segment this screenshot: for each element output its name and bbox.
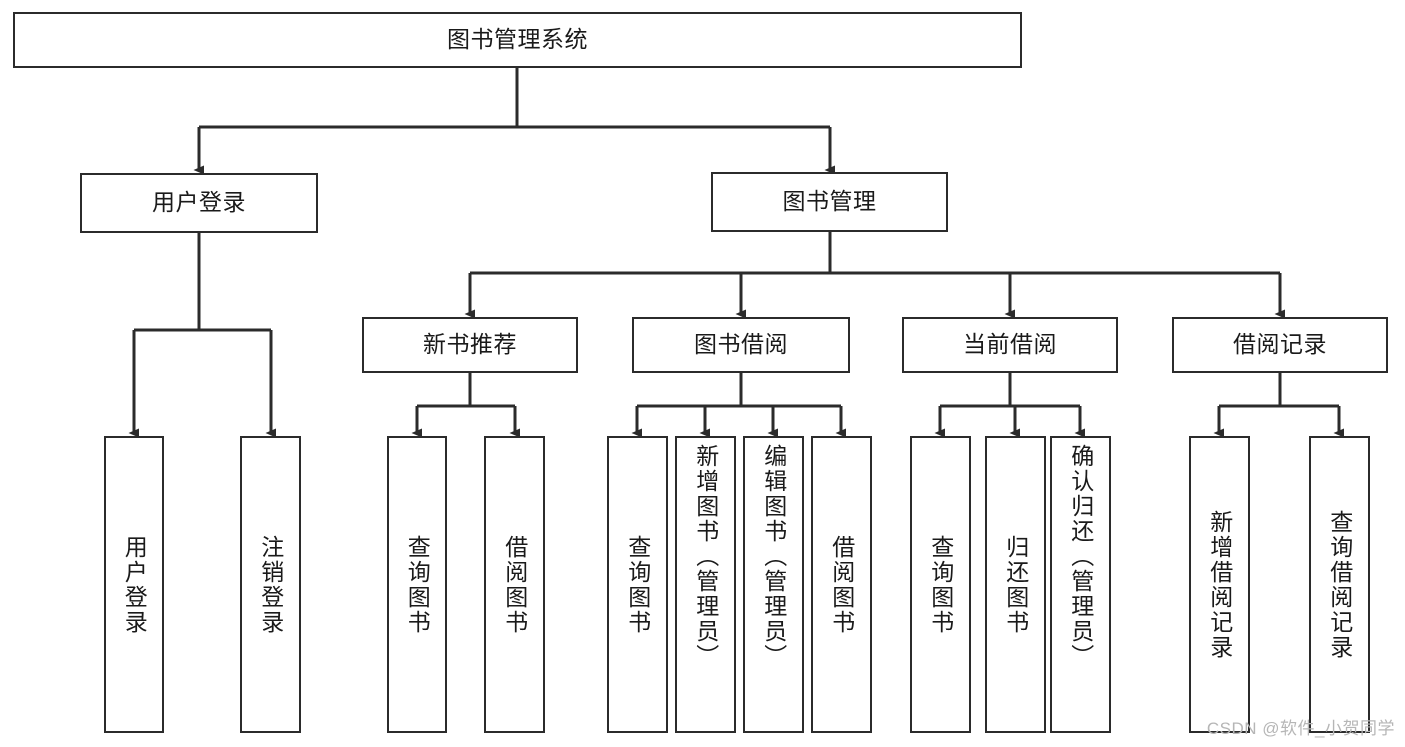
leaf-add-borrow-record-label: 新增借阅记录 bbox=[1206, 509, 1233, 660]
leaf-borrow-book-newbook[interactable]: 借阅图书 bbox=[484, 436, 545, 733]
leaf-query-book-current-label: 查询图书 bbox=[927, 534, 954, 635]
node-user-login[interactable]: 用户登录 bbox=[80, 173, 318, 233]
leaf-return-book-label: 归还图书 bbox=[1002, 534, 1029, 635]
leaf-user-logout-label: 注销登录 bbox=[257, 534, 284, 635]
node-user-login-label: 用户登录 bbox=[152, 189, 246, 216]
leaf-query-book-newbook[interactable]: 查询图书 bbox=[387, 436, 447, 733]
node-current-borrow[interactable]: 当前借阅 bbox=[902, 317, 1118, 373]
leaf-borrow-book[interactable]: 借阅图书 bbox=[811, 436, 872, 733]
node-borrow-record[interactable]: 借阅记录 bbox=[1172, 317, 1388, 373]
node-new-book-recommend[interactable]: 新书推荐 bbox=[362, 317, 578, 373]
leaf-user-login-label: 用户登录 bbox=[121, 534, 148, 635]
leaf-edit-book-admin-label: 编辑图书（管理员） bbox=[760, 444, 787, 669]
node-root[interactable]: 图书管理系统 bbox=[13, 12, 1022, 68]
leaf-query-borrow-record-label: 查询借阅记录 bbox=[1326, 509, 1353, 660]
node-book-borrow-label: 图书借阅 bbox=[694, 331, 788, 358]
node-current-borrow-label: 当前借阅 bbox=[963, 331, 1057, 358]
leaf-query-borrow-record[interactable]: 查询借阅记录 bbox=[1309, 436, 1370, 733]
leaf-query-book-borrow[interactable]: 查询图书 bbox=[607, 436, 668, 733]
leaf-add-book-admin[interactable]: 新增图书（管理员） bbox=[675, 436, 736, 733]
leaf-query-book-newbook-label: 查询图书 bbox=[404, 534, 431, 635]
node-book-management[interactable]: 图书管理 bbox=[711, 172, 948, 232]
leaf-add-book-admin-label: 新增图书（管理员） bbox=[692, 444, 719, 669]
leaf-edit-book-admin[interactable]: 编辑图书（管理员） bbox=[743, 436, 804, 733]
leaf-borrow-book-newbook-label: 借阅图书 bbox=[501, 534, 528, 635]
node-new-book-recommend-label: 新书推荐 bbox=[423, 331, 517, 358]
leaf-add-borrow-record[interactable]: 新增借阅记录 bbox=[1189, 436, 1250, 733]
leaf-confirm-return-admin-label: 确认归还（管理员） bbox=[1067, 444, 1094, 669]
leaf-user-logout[interactable]: 注销登录 bbox=[240, 436, 301, 733]
leaf-borrow-book-label: 借阅图书 bbox=[828, 534, 855, 635]
node-borrow-record-label: 借阅记录 bbox=[1233, 331, 1327, 358]
node-root-label: 图书管理系统 bbox=[447, 26, 588, 53]
node-book-borrow[interactable]: 图书借阅 bbox=[632, 317, 850, 373]
node-book-management-label: 图书管理 bbox=[782, 188, 877, 215]
leaf-query-book-current[interactable]: 查询图书 bbox=[910, 436, 971, 733]
leaf-query-book-borrow-label: 查询图书 bbox=[624, 534, 651, 635]
leaf-user-login[interactable]: 用户登录 bbox=[104, 436, 164, 733]
leaf-confirm-return-admin[interactable]: 确认归还（管理员） bbox=[1050, 436, 1111, 733]
leaf-return-book[interactable]: 归还图书 bbox=[985, 436, 1046, 733]
